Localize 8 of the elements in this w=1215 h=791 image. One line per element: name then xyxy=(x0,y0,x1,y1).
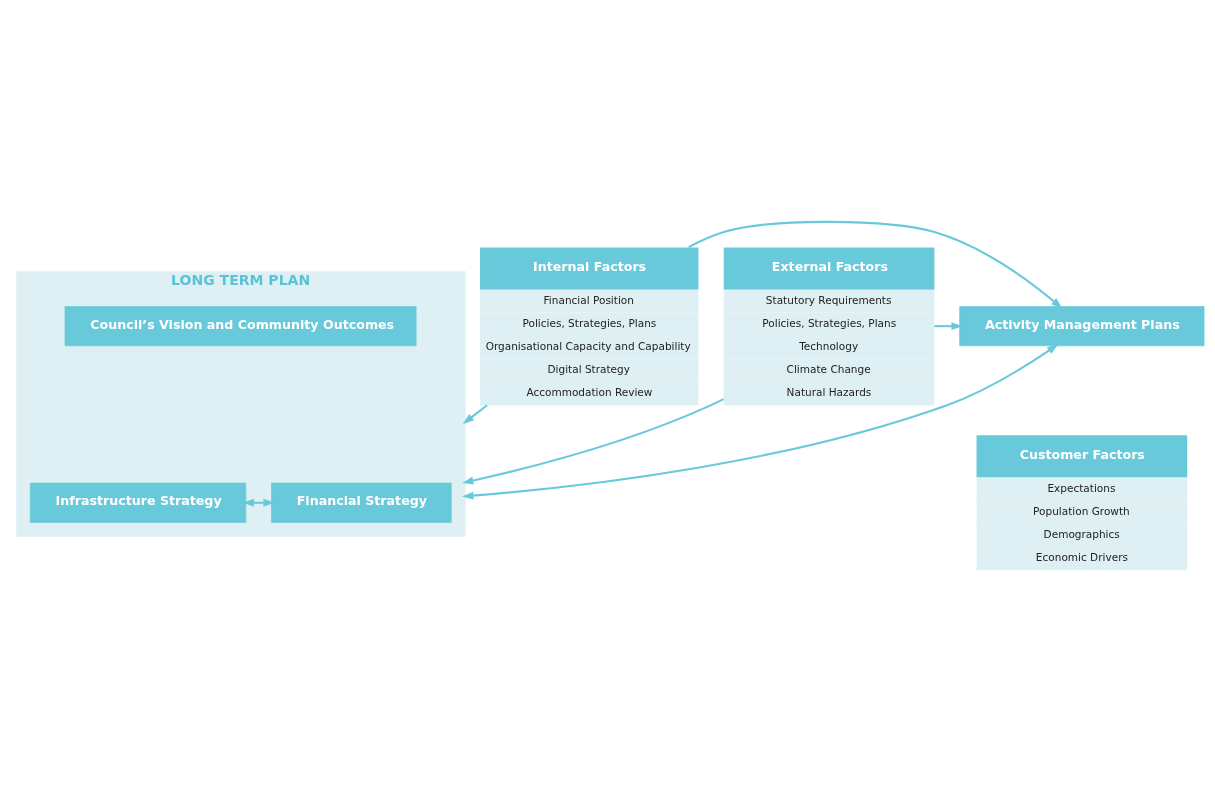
node-box: Activity Management Plans xyxy=(959,305,1205,346)
arrow xyxy=(688,220,1063,308)
node-box: Infrastructure Strategy xyxy=(29,482,247,523)
arrow xyxy=(462,397,724,484)
node-box: Financial Strategy xyxy=(271,482,452,523)
arrow xyxy=(462,343,1059,499)
arrow xyxy=(462,403,488,424)
node-box: Council’s Vision and Community Outcomes xyxy=(64,305,417,346)
